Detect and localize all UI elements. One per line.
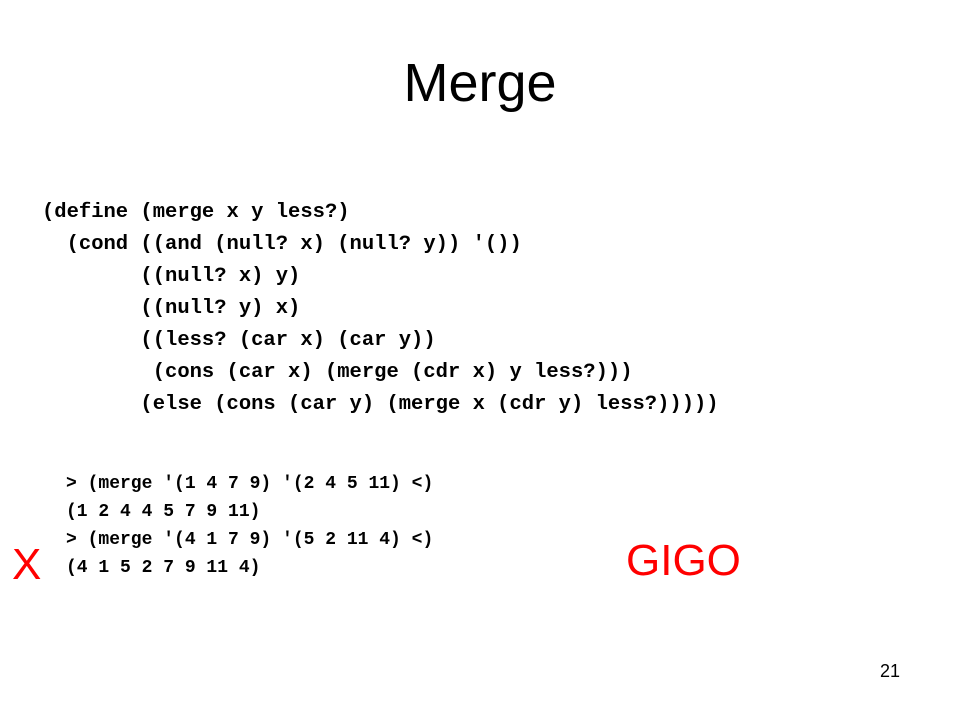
x-mark: X	[12, 540, 42, 589]
page-number: 21	[880, 661, 901, 681]
code-line-6: (cons (car x) (merge (cdr x) y less?)))	[42, 361, 633, 384]
repl-output: > (merge '(1 4 7 9) '(2 4 5 11) <) (1 2 4…	[66, 470, 433, 582]
code-line-4: ((null? y) x)	[42, 297, 301, 320]
repl-line-1: > (merge '(1 4 7 9) '(2 4 5 11) <)	[66, 474, 434, 494]
code-line-3: ((null? x) y)	[42, 265, 301, 288]
code-line-1: (define (merge x y less?)	[42, 201, 350, 224]
slide-title: Merge	[403, 53, 557, 113]
repl-line-3: > (merge '(4 1 7 9) '(5 2 11 4) <)	[66, 530, 434, 550]
repl-line-2: (1 2 4 4 5 7 9 11)	[66, 502, 261, 522]
code-line-7: (else (cons (car y) (merge x (cdr y) les…	[42, 393, 719, 416]
code-line-5: ((less? (car x) (car y))	[42, 329, 436, 352]
gigo-label: GIGO	[626, 536, 741, 585]
repl-line-4: (4 1 5 2 7 9 11 4)	[66, 558, 261, 578]
code-block: (define (merge x y less?) (cond ((and (n…	[42, 197, 719, 421]
code-line-2: (cond ((and (null? x) (null? y)) '())	[42, 233, 522, 256]
